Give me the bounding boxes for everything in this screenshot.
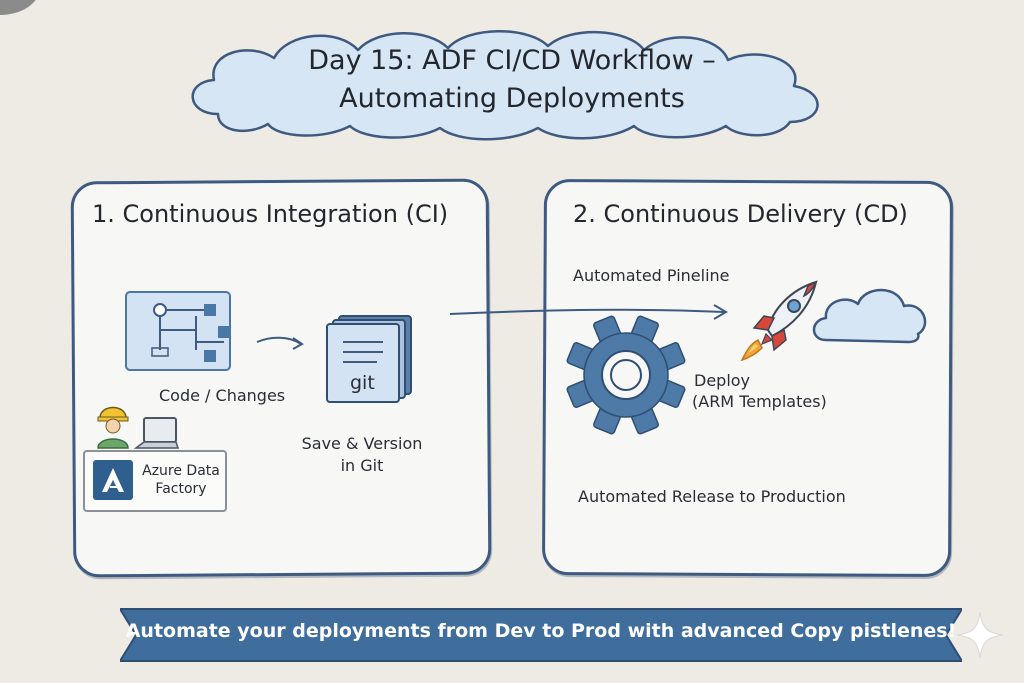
ci-panel bbox=[70, 178, 492, 578]
arrow-icon bbox=[256, 336, 304, 350]
azure-data-factory-label: Azure Data Factory bbox=[140, 462, 222, 498]
code-changes-label: Code / Changes bbox=[159, 386, 286, 405]
title-line-1: Day 15: ADF CI/CD Workflow – bbox=[308, 45, 716, 76]
gear-icon bbox=[566, 315, 686, 435]
ci-heading: 1. Continuous Integration (CI) bbox=[92, 200, 449, 228]
adf-line-1: Azure Data bbox=[142, 463, 220, 479]
deploy-line-2: (ARM Templates) bbox=[692, 392, 827, 411]
adf-line-2: Factory bbox=[155, 481, 207, 497]
title-cloud bbox=[191, 30, 819, 141]
save-line-2: in Git bbox=[340, 456, 384, 475]
automated-pipeline-label: Automated Pineline bbox=[573, 266, 730, 285]
title-line-2: Automating Deployments bbox=[339, 83, 685, 114]
worker-icon bbox=[97, 406, 129, 449]
rocket-icon bbox=[740, 280, 818, 362]
sparkle-icon bbox=[956, 611, 1004, 659]
save-version-label: Save & Version in Git bbox=[292, 433, 432, 477]
git-label: git bbox=[350, 372, 375, 394]
banner-ribbon bbox=[120, 608, 962, 662]
automated-release-label: Automated Release to Production bbox=[578, 487, 846, 506]
deploy-label: Deploy (ARM Templates) bbox=[692, 370, 827, 412]
deploy-line-1: Deploy bbox=[694, 371, 751, 390]
save-line-1: Save & Version bbox=[301, 434, 423, 453]
page-title: Day 15: ADF CI/CD Workflow – Automating … bbox=[0, 42, 1024, 118]
corner-decoration bbox=[0, 0, 40, 15]
laptop-icon bbox=[133, 417, 180, 449]
banner-text: Automate your deployments from Dev to Pr… bbox=[125, 620, 957, 642]
azure-data-factory-icon bbox=[93, 460, 133, 500]
cloud-icon bbox=[812, 288, 927, 344]
flowchart-icon bbox=[125, 291, 231, 371]
git-stack-icon bbox=[326, 315, 412, 403]
pipeline-arrow bbox=[449, 304, 728, 320]
azure-data-factory-card: Azure Data Factory bbox=[83, 450, 227, 512]
cd-heading: 2. Continuous Delivery (CD) bbox=[573, 200, 908, 228]
